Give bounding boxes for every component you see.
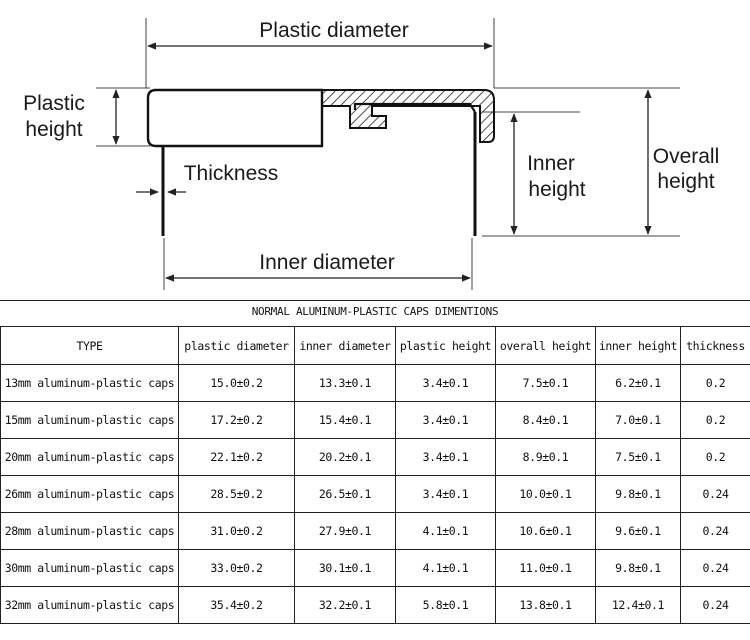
cell-overall-height: 10.6±0.1: [495, 512, 596, 550]
cell-thickness: 0.24: [680, 475, 750, 513]
cell-overall-height: 11.0±0.1: [495, 549, 596, 587]
cell-plastic-diameter: 33.0±0.2: [178, 549, 295, 587]
table-row: 30mm aluminum-plastic caps 33.0±0.2 30.1…: [0, 549, 750, 587]
cell-plastic-height: 4.1±0.1: [395, 549, 496, 587]
cell-inner-height: 9.8±0.1: [595, 475, 681, 513]
table-title: NORMAL ALUMINUM-PLASTIC CAPS DIMENTIONS: [251, 305, 499, 318]
dimension-arrows: [112, 42, 652, 282]
extension-lines: [96, 18, 680, 290]
cell-inner-diameter: 20.2±0.1: [294, 438, 396, 476]
cell-overall-height: 8.9±0.1: [495, 438, 596, 476]
cell-inner-diameter: 32.2±0.1: [294, 586, 396, 624]
header-thickness: thickness: [680, 326, 750, 365]
dimensions-table-section: NORMAL ALUMINUM-PLASTIC CAPS DIMENTIONS …: [0, 300, 750, 640]
table-row: 15mm aluminum-plastic caps 17.2±0.2 15.4…: [0, 401, 750, 439]
cell-type: 28mm aluminum-plastic caps: [0, 512, 179, 550]
cell-inner-diameter: 26.5±0.1: [294, 475, 396, 513]
cell-plastic-height: 4.1±0.1: [395, 512, 496, 550]
cell-type: 13mm aluminum-plastic caps: [0, 364, 179, 402]
table-row: 13mm aluminum-plastic caps 15.0±0.2 13.3…: [0, 364, 750, 402]
header-plastic-diameter: plastic diameter: [178, 326, 295, 365]
cell-type: 26mm aluminum-plastic caps: [0, 475, 179, 513]
cell-overall-height: 7.5±0.1: [495, 364, 596, 402]
header-type: TYPE: [0, 326, 179, 365]
table-row: 32mm aluminum-plastic caps 35.4±0.2 32.2…: [0, 586, 750, 624]
cell-plastic-diameter: 31.0±0.2: [178, 512, 295, 550]
dimensions-table: TYPE plastic diameter inner diameter pla…: [0, 326, 750, 624]
overall-height-label-line1: Overall: [653, 145, 720, 168]
cell-inner-diameter: 30.1±0.1: [294, 549, 396, 587]
cell-thickness: 0.2: [680, 438, 750, 476]
cell-overall-height: 13.8±0.1: [495, 586, 596, 624]
cap-body: [146, 88, 495, 236]
table-row: 20mm aluminum-plastic caps 22.1±0.2 20.2…: [0, 438, 750, 476]
cell-thickness: 0.24: [680, 512, 750, 550]
plastic-height-label-line1: Plastic: [23, 92, 85, 115]
table-row: 26mm aluminum-plastic caps 28.5±0.2 26.5…: [0, 475, 750, 513]
inner-height-label-line1: Inner: [527, 152, 575, 175]
hatched-section: [321, 89, 495, 143]
aluminum-top-lip: [353, 102, 476, 113]
inner-diameter-label: Inner diameter: [259, 251, 394, 274]
cell-type: 15mm aluminum-plastic caps: [0, 401, 179, 439]
cell-type: 20mm aluminum-plastic caps: [0, 438, 179, 476]
cell-inner-height: 12.4±0.1: [595, 586, 681, 624]
cell-overall-height: 10.0±0.1: [495, 475, 596, 513]
cell-plastic-height: 3.4±0.1: [395, 401, 496, 439]
cell-plastic-height: 5.8±0.1: [395, 586, 496, 624]
header-overall-height: overall height: [495, 326, 596, 365]
cell-type: 32mm aluminum-plastic caps: [0, 586, 179, 624]
cell-inner-diameter: 27.9±0.1: [294, 512, 396, 550]
cell-inner-diameter: 15.4±0.1: [294, 401, 396, 439]
cap-cross-section-diagram: Plastic diameter Plastic height Thicknes…: [23, 18, 720, 290]
plastic-height-label-line2: height: [25, 118, 82, 141]
cell-plastic-height: 3.4±0.1: [395, 438, 496, 476]
cell-inner-height: 6.2±0.1: [595, 364, 681, 402]
cell-plastic-height: 3.4±0.1: [395, 364, 496, 402]
cell-plastic-diameter: 35.4±0.2: [178, 586, 295, 624]
cell-overall-height: 8.4±0.1: [495, 401, 596, 439]
cell-inner-height: 7.0±0.1: [595, 401, 681, 439]
cell-inner-diameter: 13.3±0.1: [294, 364, 396, 402]
cell-thickness: 0.2: [680, 364, 750, 402]
plastic-part: [146, 88, 324, 148]
inner-height-label-line2: height: [528, 178, 585, 201]
cell-plastic-diameter: 15.0±0.2: [178, 364, 295, 402]
cell-thickness: 0.24: [680, 549, 750, 587]
overall-height-label-line2: height: [657, 170, 714, 193]
cell-plastic-diameter: 28.5±0.2: [178, 475, 295, 513]
cell-inner-height: 9.6±0.1: [595, 512, 681, 550]
header-plastic-height: plastic height: [395, 326, 496, 365]
table-row: 28mm aluminum-plastic caps 31.0±0.2 27.9…: [0, 512, 750, 550]
cell-plastic-height: 3.4±0.1: [395, 475, 496, 513]
header-inner-height: inner height: [595, 326, 681, 365]
cell-plastic-diameter: 22.1±0.2: [178, 438, 295, 476]
cell-thickness: 0.24: [680, 586, 750, 624]
cell-inner-height: 7.5±0.1: [595, 438, 681, 476]
header-inner-diameter: inner diameter: [294, 326, 396, 365]
cell-plastic-diameter: 17.2±0.2: [178, 401, 295, 439]
thickness-label: Thickness: [184, 162, 279, 185]
table-header-row: TYPE plastic diameter inner diameter pla…: [0, 326, 750, 365]
cell-type: 30mm aluminum-plastic caps: [0, 549, 179, 587]
plastic-diameter-label: Plastic diameter: [259, 19, 408, 42]
cell-thickness: 0.2: [680, 401, 750, 439]
cell-inner-height: 9.8±0.1: [595, 549, 681, 587]
